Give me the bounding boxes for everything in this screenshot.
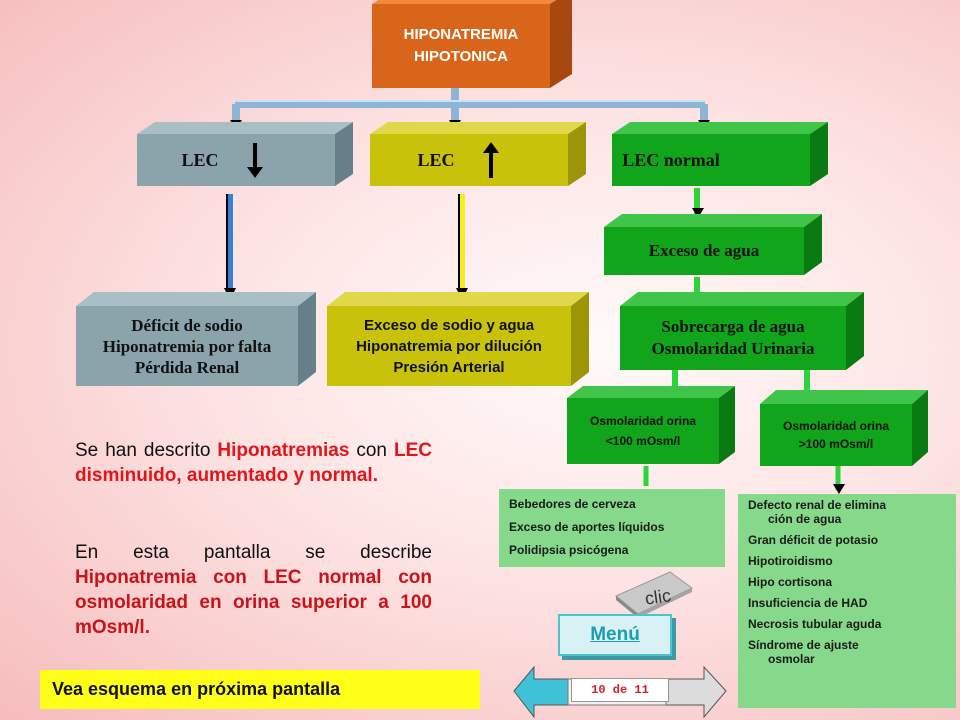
list-item: Insuficiencia de HAD xyxy=(748,596,956,610)
list-item-text: Defecto renal de elimina xyxy=(748,498,887,512)
list-item-text: Necrosis tubular aguda xyxy=(748,617,882,631)
p1-text-c: con xyxy=(349,440,394,461)
osm-low-line-2: <100 mOsm/l xyxy=(605,434,681,448)
exceso-agua-box: Exceso de agua xyxy=(604,227,804,275)
list-item: Hipotiroidismo xyxy=(748,554,956,568)
lec-normal-box: LEC normal xyxy=(612,134,810,186)
p2-text-a: En esta pantalla se describe xyxy=(75,542,432,563)
deficit-top-face xyxy=(76,292,316,306)
deficit-line-2: Hiponatremia por falta xyxy=(102,336,272,356)
deficit-side-face xyxy=(298,292,316,386)
list-item: Hipo cortisona xyxy=(748,575,956,589)
osmolaridad-low-box: Osmolaridad orina <100 mOsm/l xyxy=(567,398,719,464)
next-screen-note-text: Vea esquema en próxima pantalla xyxy=(52,679,341,699)
list-item-text: Hipo cortisona xyxy=(748,575,833,589)
lec-gray-side-face xyxy=(335,122,353,186)
title-line-1: HIPONATREMIA xyxy=(403,26,519,43)
p1-highlight-lec: LEC disminuido, aumentado y normal. xyxy=(75,440,432,486)
sobrecarga-side-face xyxy=(846,292,864,370)
sobrecarga-box: Sobrecarga de agua Osmolaridad Urinaria xyxy=(620,306,846,370)
p1-highlight-hiponatremias: Hiponatremias xyxy=(217,440,350,461)
p1-text-a: Se han descrito xyxy=(75,440,218,461)
menu-button[interactable]: Menú xyxy=(558,614,672,656)
title-box-top-face xyxy=(372,0,557,4)
sobrecarga-top-face xyxy=(620,292,864,306)
list-item-continuation: osmolar xyxy=(768,652,815,666)
osm-high-top-face xyxy=(760,390,928,404)
osm-high-side-face xyxy=(912,390,928,466)
deficit-sodio-box: Déficit de sodio Hiponatremia por falta … xyxy=(76,306,298,386)
osm-high-line-2: >100 mOsm/l xyxy=(798,437,874,451)
title-line-2: HIPOTONICA xyxy=(414,48,508,65)
page-counter: 10 de 11 xyxy=(571,678,669,702)
list-item-text: Insuficiencia de HAD xyxy=(748,596,868,610)
osm-low-line-1: Osmolaridad orina xyxy=(589,414,697,428)
clic-label: clic xyxy=(643,585,673,609)
osm-low-top-face xyxy=(567,386,735,398)
lec-decreased-box: LEC xyxy=(137,134,335,186)
osm-high-line-1: Osmolaridad orina xyxy=(782,419,890,433)
exceso-sodio-line-3: Presión Arterial xyxy=(393,358,505,376)
description-paragraph-2: En esta pantalla se describe Hiponatremi… xyxy=(75,540,432,640)
deficit-line-3: Pérdida Renal xyxy=(134,357,240,377)
osm-low-side-face xyxy=(719,386,735,464)
exceso-sodio-line-1: Exceso de sodio y agua xyxy=(363,316,535,334)
list-item: Polidipsia psicógena xyxy=(509,543,629,557)
list-item: Necrosis tubular aguda xyxy=(748,617,956,631)
lec-increased-box: LEC xyxy=(370,134,568,186)
list-item-text: Hipotiroidismo xyxy=(748,554,833,568)
next-arrow-icon[interactable] xyxy=(661,665,727,719)
list-item-text: Síndrome de ajuste xyxy=(748,638,859,652)
lec-green-side-face xyxy=(810,122,828,186)
lec-olive-top-face xyxy=(370,122,586,134)
up-arrow-icon xyxy=(482,142,499,178)
exceso-sodio-line-2: Hiponatremia por dilución xyxy=(356,337,542,355)
list-item-continuation: ción de agua xyxy=(768,512,842,526)
lec-decreased-label: LEC xyxy=(181,149,219,170)
arrowhead-list-high xyxy=(833,484,845,494)
list-item: Exceso de aportes líquidos xyxy=(509,520,665,534)
lec-olive-side-face xyxy=(568,122,586,186)
next-screen-note: Vea esquema en próxima pantalla xyxy=(40,670,480,709)
lec-gray-top-face xyxy=(137,122,353,134)
list-item: Bebedores de cerveza xyxy=(509,497,636,511)
exceso-sodio-side-face xyxy=(571,292,589,386)
previous-arrow-icon[interactable] xyxy=(513,665,573,719)
list-item: Gran déficit de potasio xyxy=(748,533,956,547)
exceso-agua-top-face xyxy=(604,214,822,227)
deficit-line-1: Déficit de sodio xyxy=(131,315,243,335)
sobrecarga-line-1: Sobrecarga de agua xyxy=(661,317,805,336)
sobrecarga-line-2: Osmolaridad Urinaria xyxy=(651,339,815,358)
exceso-sodio-box: Exceso de sodio y agua Hiponatremia por … xyxy=(327,306,571,386)
arrowhead-exceso-agua xyxy=(692,208,704,218)
p2-highlight: Hiponatremia con LEC normal con osmolari… xyxy=(75,567,432,638)
causes-list-low: Bebedores de cerveza Exceso de aportes l… xyxy=(499,489,725,567)
down-arrow-icon xyxy=(246,143,263,178)
lec-normal-label: LEC normal xyxy=(622,149,720,170)
exceso-agua-side-face xyxy=(804,214,822,275)
osmolaridad-high-box: Osmolaridad orina >100 mOsm/l xyxy=(760,404,912,466)
clic-button[interactable] xyxy=(612,566,696,618)
lec-green-top-face xyxy=(612,122,828,134)
title-box: HIPONATREMIA HIPOTONICA xyxy=(372,4,550,88)
exceso-sodio-top-face xyxy=(327,292,589,306)
description-paragraph-1: Se han descrito Hiponatremias con LEC di… xyxy=(75,438,432,488)
exceso-agua-label: Exceso de agua xyxy=(648,241,760,260)
list-item-text: Gran déficit de potasio xyxy=(748,533,879,547)
title-box-side-face xyxy=(550,0,572,88)
lec-increased-label: LEC xyxy=(417,149,455,170)
